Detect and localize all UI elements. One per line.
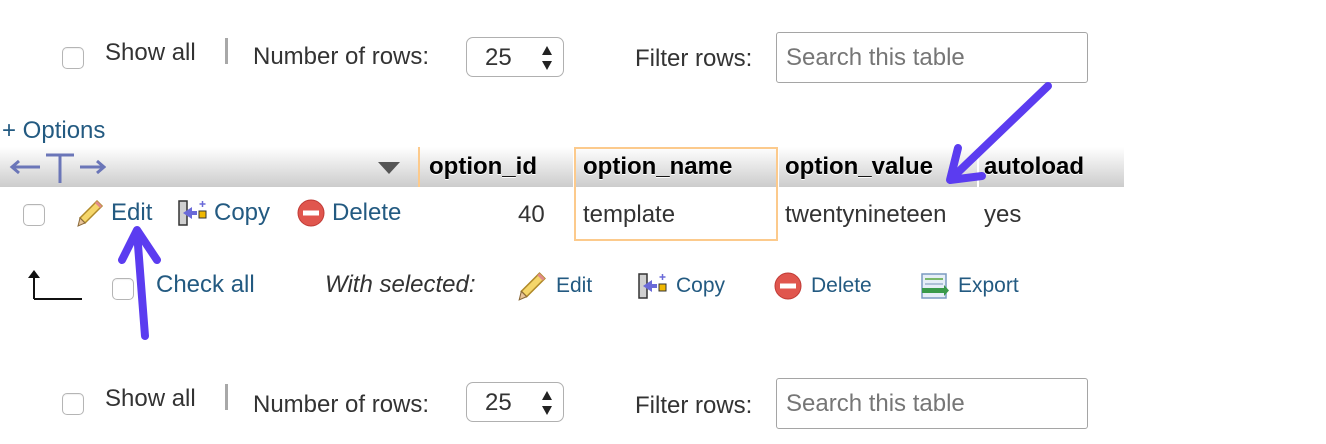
bulk-export-button[interactable]: Export — [920, 270, 1019, 302]
check-all-checkbox[interactable] — [112, 278, 134, 300]
filter-rows-label: Filter rows: — [635, 45, 753, 72]
row-delete-action[interactable]: Delete — [296, 198, 401, 228]
divider — [225, 384, 228, 410]
cell-option-value: twentynineteen — [785, 201, 947, 228]
bottom-table-navigation: Show all Number of rows: 25 Filter rows: — [0, 377, 1120, 429]
column-divider — [573, 147, 575, 187]
row-copy-action[interactable]: Copy — [178, 198, 270, 228]
column-divider — [418, 147, 420, 187]
bulk-copy-button[interactable]: Copy — [638, 270, 725, 302]
top-table-navigation: Show all Number of rows: 25 Filter rows: — [0, 30, 1120, 83]
pencil-icon — [77, 199, 104, 227]
cell-autoload: yes — [984, 201, 1022, 228]
export-table-icon — [921, 273, 949, 299]
rows-label: Number of rows: — [253, 391, 430, 418]
filter-rows-input[interactable] — [776, 32, 1088, 83]
show-all-checkbox[interactable] — [62, 47, 84, 69]
spinner-arrows-icon — [542, 46, 552, 70]
column-divider — [777, 147, 779, 187]
copy-row-icon — [178, 200, 207, 226]
column-divider — [977, 147, 979, 187]
spinner-arrows-icon — [542, 391, 552, 415]
delete-circle-icon — [774, 272, 802, 300]
bulk-edit-button[interactable]: Edit — [516, 270, 592, 302]
check-all-link[interactable]: Check all — [156, 271, 255, 298]
pencil-icon — [518, 272, 546, 301]
divider — [225, 38, 228, 64]
options-toggle-link[interactable]: + Options — [2, 117, 106, 144]
cell-option-name: template — [583, 201, 676, 228]
column-resize-arrows-icon[interactable] — [8, 150, 106, 184]
rows-per-page-select[interactable]: 25 — [466, 37, 564, 77]
column-header-autoload[interactable]: autoload — [984, 153, 1084, 180]
delete-circle-icon — [297, 199, 325, 227]
rows-label: Number of rows: — [253, 43, 430, 70]
bulk-delete-button[interactable]: Delete — [773, 270, 872, 302]
column-header-option-id[interactable]: option_id — [429, 153, 537, 180]
table-header — [0, 147, 1124, 187]
rows-per-page-select[interactable]: 25 — [466, 382, 564, 422]
row-select-checkbox[interactable] — [23, 204, 45, 226]
column-header-option-name[interactable]: option_name — [583, 153, 733, 180]
with-selected-label: With selected: — [325, 271, 476, 298]
row-edit-action[interactable]: Edit — [75, 198, 152, 228]
show-all-label: Show all — [105, 39, 196, 66]
sort-dropdown-triangle-icon[interactable] — [377, 161, 401, 175]
column-header-option-value[interactable]: option_value — [785, 153, 934, 180]
cell-option-id: 40 — [518, 201, 545, 228]
show-all-label: Show all — [105, 385, 196, 412]
filter-rows-label: Filter rows: — [635, 392, 753, 419]
show-all-checkbox[interactable] — [62, 393, 84, 415]
filter-rows-input[interactable] — [776, 378, 1088, 429]
copy-row-icon — [638, 273, 667, 299]
check-all-arrow-icon — [28, 270, 82, 300]
